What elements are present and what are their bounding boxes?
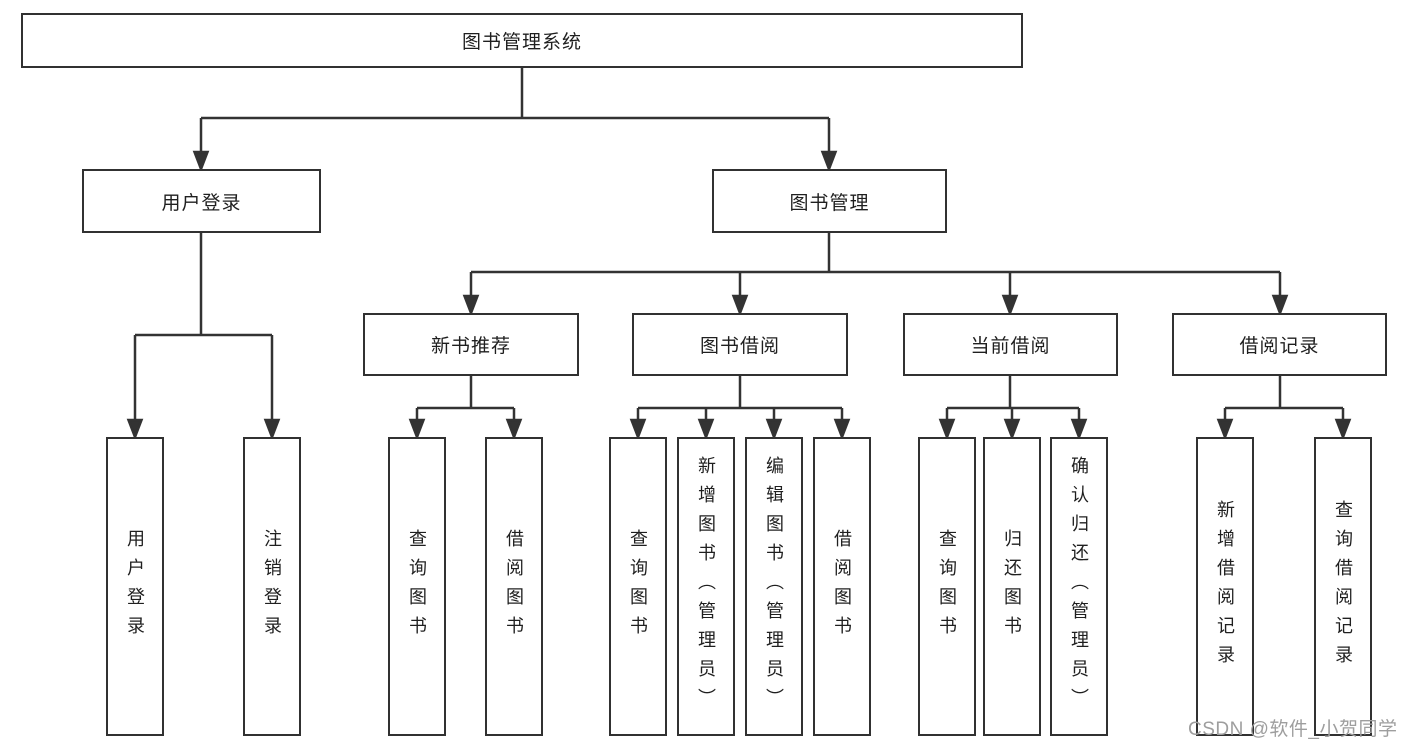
node-user-login: 用户登录: [82, 169, 321, 233]
node-label: 查询图书: [628, 528, 648, 645]
node-label: 查询图书: [937, 528, 957, 645]
leaf-edit-book-admin: 编辑图书（管理员）: [745, 437, 803, 736]
leaf-query-books-borrowing: 查询图书: [609, 437, 667, 736]
node-current-borrowing: 当前借阅: [903, 313, 1118, 376]
leaf-confirm-return-admin: 确认归还（管理员）: [1050, 437, 1108, 736]
leaf-return-book: 归还图书: [983, 437, 1041, 736]
node-label: 借阅记录: [1239, 336, 1320, 357]
node-borrowing-records: 借阅记录: [1172, 313, 1387, 376]
leaf-add-book-admin: 新增图书（管理员）: [677, 437, 735, 736]
node-new-book-recommendation: 新书推荐: [363, 313, 579, 376]
leaf-query-books-recommend: 查询图书: [388, 437, 446, 736]
leaf-user-login: 用户登录: [106, 437, 164, 736]
node-label: 图书借阅: [699, 336, 780, 357]
leaf-query-borrow-record: 查询借阅记录: [1314, 437, 1372, 736]
leaf-borrow-books-recommend: 借阅图书: [485, 437, 543, 736]
node-book-borrowing: 图书借阅: [632, 313, 848, 376]
node-book-management: 图书管理: [712, 169, 947, 233]
leaf-borrow-books-borrowing: 借阅图书: [813, 437, 871, 736]
node-label: 借阅图书: [504, 528, 524, 645]
leaf-logout: 注销登录: [243, 437, 301, 736]
leaf-add-borrow-record: 新增借阅记录: [1196, 437, 1254, 736]
node-label: 新增借阅记录: [1215, 499, 1235, 674]
node-label: 查询借阅记录: [1333, 499, 1353, 674]
watermark: CSDN @软件_小贺同学: [1188, 719, 1398, 740]
node-label: 当前借阅: [970, 336, 1051, 357]
node-label: 确认归还（管理员）: [1069, 456, 1089, 717]
node-library-management-system: 图书管理系统: [21, 13, 1023, 68]
node-label: 注销登录: [262, 528, 282, 645]
node-label: 借阅图书: [832, 528, 852, 645]
node-label: 新书推荐: [430, 336, 511, 357]
node-label: 归还图书: [1002, 528, 1022, 645]
node-label: 新增图书（管理员）: [696, 456, 716, 717]
node-label: 用户登录: [125, 528, 145, 645]
node-label: 图书管理: [789, 192, 870, 214]
node-label: 编辑图书（管理员）: [764, 456, 784, 717]
leaf-query-books-current: 查询图书: [918, 437, 976, 736]
node-label: 查询图书: [407, 528, 427, 645]
node-label: 用户登录: [161, 192, 242, 214]
node-label: 图书管理系统: [461, 32, 582, 53]
